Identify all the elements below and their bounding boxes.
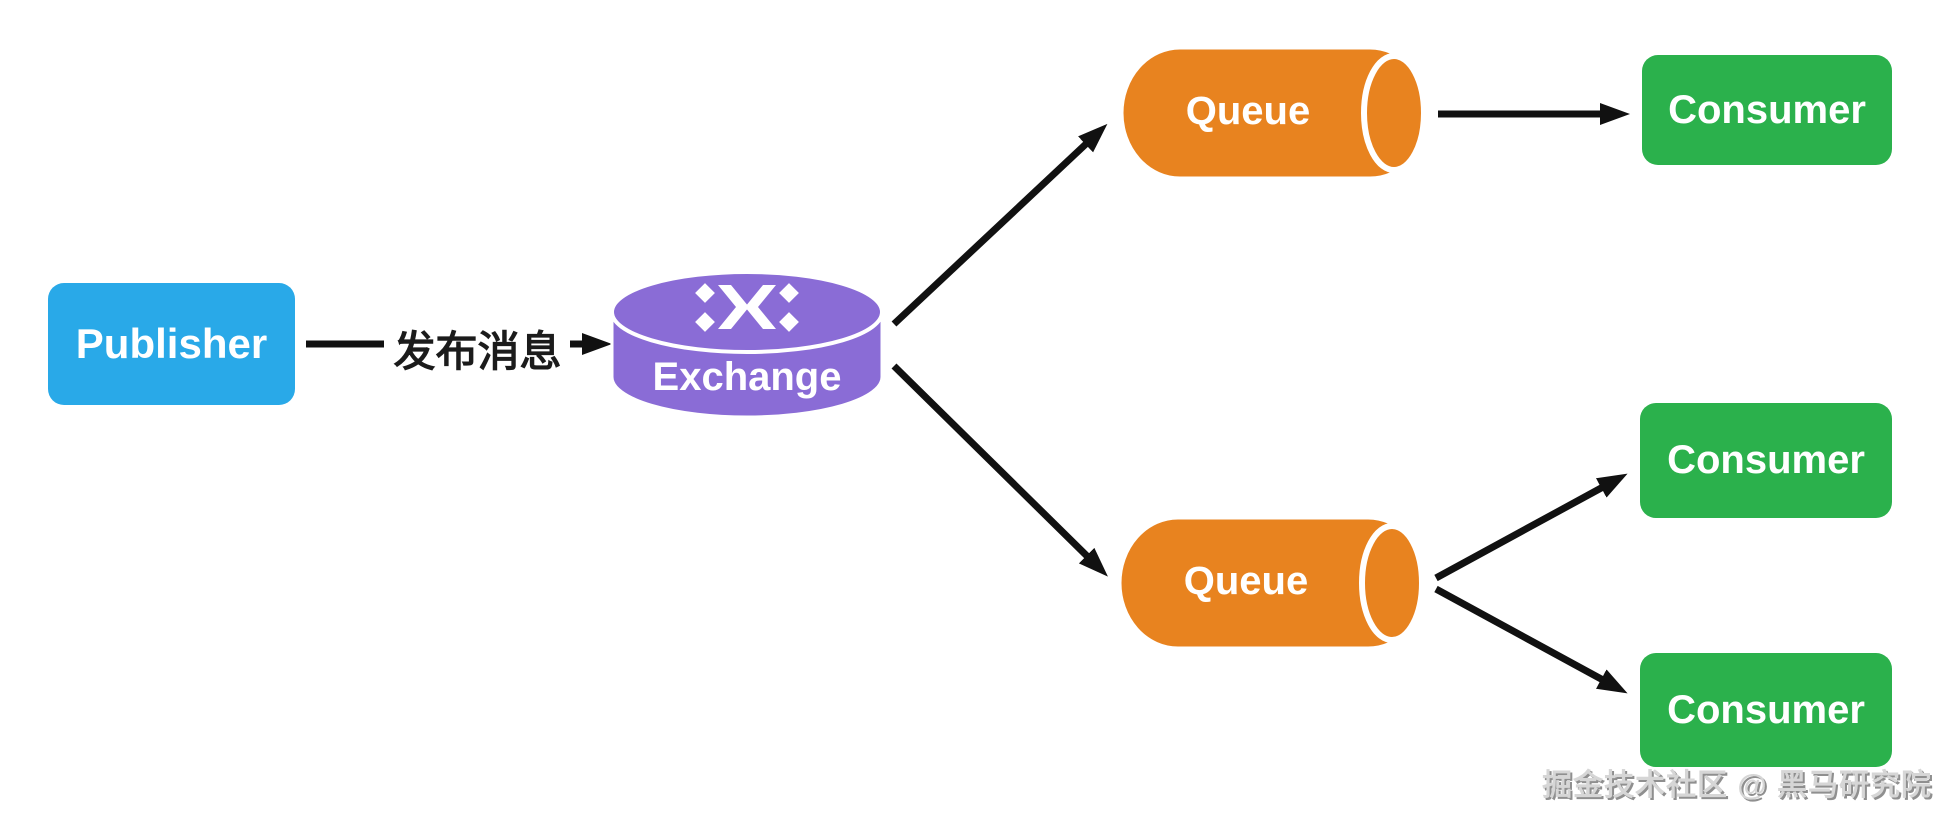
- consumer-label: Consumer: [1667, 687, 1865, 732]
- consumer-label: Consumer: [1668, 87, 1866, 132]
- top-queue-body: [1120, 46, 1430, 180]
- arrow-exchange-to-bottom-queue: [891, 363, 1108, 577]
- consumer-node-middle: Consumer: [1640, 403, 1892, 518]
- top-queue-cylinder: [1120, 46, 1430, 180]
- consumer-node-bottom: Consumer: [1640, 653, 1892, 767]
- consumer-label: Consumer: [1667, 438, 1865, 482]
- publisher-label: Publisher: [75, 320, 268, 367]
- watermark-text: 掘金技术社区 @ 黑马研究院: [1542, 769, 1932, 802]
- routing-icon-chevron: [745, 285, 776, 329]
- top-queue-end-rim: [1361, 53, 1427, 173]
- exchange-cylinder-top-rim: [610, 270, 884, 354]
- routing-icon-diamond: [779, 283, 799, 303]
- exchange-cylinder: [610, 270, 884, 419]
- exchange-routing-icon: [695, 283, 799, 332]
- arrow-bottom-queue-to-middle-consumer: [1434, 473, 1628, 582]
- publisher-node: Publisher: [48, 283, 295, 405]
- publish-message-edge-label: 发布消息: [393, 328, 562, 375]
- bottom-queue-cylinder: [1118, 516, 1428, 650]
- arrow-exchange-to-top-queue: [891, 123, 1108, 327]
- routing-icon-chevron: [718, 285, 749, 329]
- consumer-node-top: Consumer: [1642, 55, 1892, 165]
- routing-icon-diamond: [779, 312, 799, 332]
- arrow-bottom-queue-to-bottom-consumer: [1434, 585, 1628, 694]
- bottom-queue-end-rim: [1359, 523, 1425, 643]
- bottom-queue-body: [1118, 516, 1428, 650]
- routing-icon-diamond: [695, 283, 715, 303]
- routing-icon-diamond: [695, 312, 715, 332]
